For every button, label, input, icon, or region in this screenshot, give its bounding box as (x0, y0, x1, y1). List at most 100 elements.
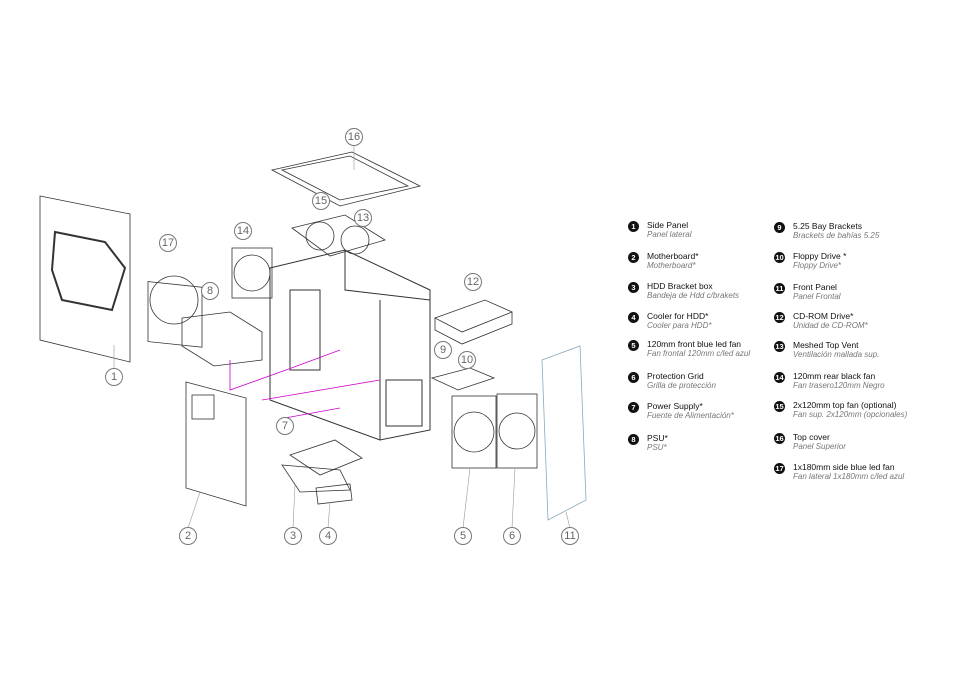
legend-english: Front Panel (793, 282, 837, 292)
legend-spanish: Fan lateral 1x180mm c/led azul (793, 472, 905, 481)
number-badge: 12 (774, 312, 785, 323)
callout-1: 1 (105, 368, 123, 386)
callout-13: 13 (354, 209, 372, 227)
psu (181, 311, 263, 367)
legend-english: Meshed Top Vent (793, 340, 859, 350)
legend-item: 10 Floppy Drive *Floppy Drive* (774, 251, 846, 271)
legend-english: 5.25 Bay Brackets (793, 221, 862, 231)
callout-14: 14 (234, 222, 252, 240)
callout-2: 2 (179, 527, 197, 545)
legend-spanish: Panel Superior (793, 442, 846, 451)
legend-english: Top cover (793, 432, 830, 442)
top-cover (270, 151, 422, 207)
callout-11: 11 (561, 527, 579, 545)
legend-item: 7 Power Supply*Fuente de Alimentación* (628, 401, 734, 421)
number-badge: 11 (774, 283, 785, 294)
legend-english: Side Panel (647, 220, 689, 230)
legend-spanish: Bandeja de Hdd c/brakets (647, 291, 740, 300)
legend-english: Floppy Drive * (793, 251, 847, 261)
legend-english: 2x120mm top fan (optional) (793, 400, 897, 410)
top-fans (291, 214, 386, 257)
number-badge: 16 (774, 433, 785, 444)
legend-spanish: Fan trasero120mm Negro (793, 381, 885, 390)
number-badge: 14 (774, 372, 785, 383)
legend-item: 12 CD-ROM Drive*Unidad de CD-ROM* (774, 311, 868, 331)
number-badge: 9 (774, 222, 785, 233)
legend-english: 120mm rear black fan (793, 371, 876, 381)
legend-english: PSU* (647, 433, 668, 443)
motherboard (185, 381, 247, 507)
number-badge: 15 (774, 401, 785, 412)
callout-16: 16 (345, 128, 363, 146)
legend-spanish: Fuente de Alimentación* (647, 411, 734, 420)
callout-7: 7 (276, 417, 294, 435)
protection-grid (496, 393, 538, 469)
callout-5: 5 (454, 527, 472, 545)
number-badge: 8 (628, 434, 639, 445)
legend-spanish: Motherboard* (647, 261, 696, 270)
number-badge: 10 (774, 252, 785, 263)
number-badge: 5 (628, 340, 639, 351)
number-badge: 3 (628, 282, 639, 293)
side-fan (147, 275, 203, 348)
callout-3: 3 (284, 527, 302, 545)
front-fan (451, 395, 497, 469)
legend-spanish: Ventilación mallada sup. (793, 350, 880, 359)
leader-lines (113, 145, 571, 529)
callout-15: 15 (312, 192, 330, 210)
callout-17: 17 (159, 234, 177, 252)
number-badge: 6 (628, 372, 639, 383)
number-badge: 13 (774, 341, 785, 352)
legend-item: 15 2x120mm top fan (optional)Fan sup. 2x1… (774, 400, 907, 420)
legend-spanish: Brackets de bahías 5.25 (793, 231, 880, 240)
legend-spanish: Cooler para HDD* (647, 321, 712, 330)
callout-12: 12 (464, 273, 482, 291)
legend-spanish: Fan frontal 120mm c/led azul (647, 349, 751, 358)
callout-8: 8 (201, 282, 219, 300)
number-badge: 2 (628, 252, 639, 263)
legend-spanish: PSU* (647, 443, 667, 452)
callout-6: 6 (503, 527, 521, 545)
legend-english: 120mm front blue led fan (647, 339, 742, 349)
legend-english: Cooler for HDD* (647, 311, 709, 321)
callout-9: 9 (434, 341, 452, 359)
legend-spanish: Floppy Drive* (793, 261, 842, 270)
rear-fan (231, 247, 273, 299)
number-badge: 7 (628, 402, 639, 413)
number-badge: 1 (628, 221, 639, 232)
cd-rom (434, 299, 514, 345)
legend-english: HDD Bracket box (647, 281, 713, 291)
floppy (430, 367, 496, 391)
legend-spanish: Panel Frontal (793, 292, 841, 301)
legend-spanish: Panel lateral (647, 230, 692, 239)
legend-spanish: Unidad de CD-ROM* (793, 321, 868, 330)
legend-english: Power Supply* (647, 401, 703, 411)
side-panel (39, 195, 131, 363)
legend-english: 1x180mm side blue led fan (793, 462, 895, 472)
cable-lines (229, 349, 381, 419)
legend-spanish: Fan sup. 2x120mm (opcionales) (793, 410, 908, 419)
legend-english: Motherboard* (647, 251, 699, 261)
hdd-bracket (281, 439, 363, 493)
legend-english: Protection Grid (647, 371, 704, 381)
front-panel (541, 345, 587, 521)
chassis (269, 249, 431, 441)
callout-10: 10 (458, 351, 476, 369)
hdd-cooler (315, 483, 353, 505)
legend-english: CD-ROM Drive* (793, 311, 854, 321)
legend-spanish: Grilla de protección (647, 381, 716, 390)
